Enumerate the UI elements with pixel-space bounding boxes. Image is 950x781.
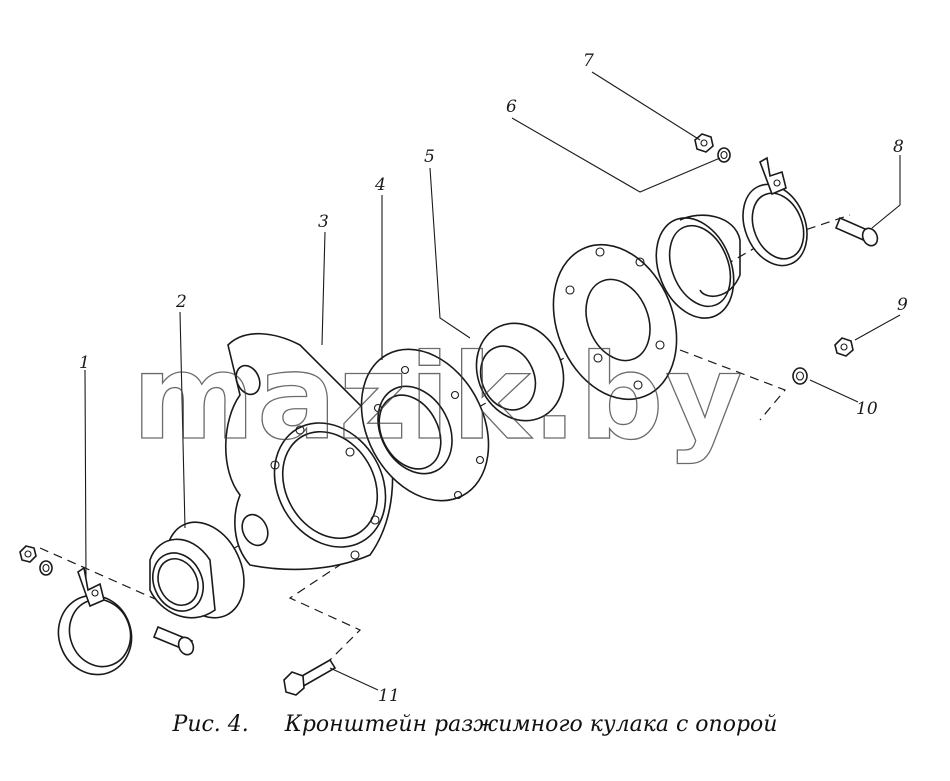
callout-10: 10 xyxy=(856,399,878,419)
callout-8: 8 xyxy=(893,137,904,157)
callout-11: 11 xyxy=(378,686,400,706)
nut-washer-right xyxy=(792,337,854,385)
nut-washer-top xyxy=(694,133,731,163)
watermark: mazik.by xyxy=(132,328,744,466)
figure-number: Рис. 4. xyxy=(172,712,249,737)
callout-labels: 1 2 3 4 5 6 7 8 9 10 11 xyxy=(79,51,908,706)
callout-4: 4 xyxy=(374,175,386,195)
bolt-right xyxy=(834,216,879,247)
callout-5: 5 xyxy=(424,147,435,167)
clamp-left xyxy=(57,566,133,676)
bolt-bottom xyxy=(283,658,337,696)
callout-9: 9 xyxy=(897,295,908,315)
callout-6: 6 xyxy=(506,97,517,117)
clamp-right xyxy=(742,156,808,267)
leader-lines xyxy=(84,71,901,691)
callout-3: 3 xyxy=(318,212,329,232)
seal-ring xyxy=(475,322,565,422)
gasket xyxy=(360,348,490,502)
figure-title: Кронштейн разжимного кулака с опорой xyxy=(284,712,778,737)
figure-caption: Рис. 4. Кронштейн разжимного кулака с оп… xyxy=(0,712,950,737)
bolt-left xyxy=(152,625,195,656)
callout-1: 1 xyxy=(79,353,90,373)
flange-ring xyxy=(552,243,678,401)
bracket-body xyxy=(225,332,394,571)
nut-washer-left xyxy=(19,545,53,576)
callout-2: 2 xyxy=(175,292,187,312)
bolt-axis-line xyxy=(288,554,362,671)
bushing-with-flange xyxy=(149,521,245,619)
bushing-right xyxy=(655,214,741,319)
callout-7: 7 xyxy=(583,51,594,71)
nut-axis-line xyxy=(679,349,786,421)
